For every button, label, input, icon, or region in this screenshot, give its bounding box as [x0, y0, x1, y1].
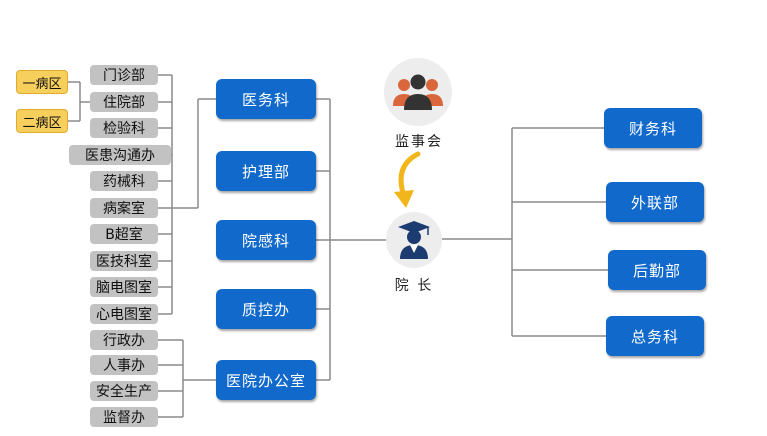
- supervisor-label: 监事会: [395, 134, 443, 150]
- subunit-item[interactable]: 人事办: [90, 355, 158, 375]
- dept-hospital-office[interactable]: 医院办公室: [216, 360, 316, 400]
- dept-nursing[interactable]: 护理部: [216, 151, 316, 191]
- subunit-item[interactable]: 脑电图室: [90, 277, 158, 297]
- curved-arrow-icon: [394, 151, 421, 208]
- subunit-item[interactable]: 行政办: [90, 330, 158, 350]
- dept-general-affairs[interactable]: 总务科: [606, 316, 704, 356]
- subunit-item[interactable]: 病案室: [90, 198, 158, 218]
- subunit-item[interactable]: 住院部: [90, 92, 158, 112]
- group-people-icon: [384, 58, 452, 126]
- subunit-item[interactable]: 药械科: [90, 171, 158, 191]
- subunit-item[interactable]: 医技科室: [90, 251, 158, 271]
- dept-infection-control[interactable]: 院感科: [216, 220, 316, 260]
- ward-item[interactable]: 一病区: [16, 70, 68, 94]
- director-label: 院 长: [394, 278, 434, 294]
- subunit-item[interactable]: 门诊部: [90, 65, 158, 85]
- subunit-item[interactable]: 医患沟通办: [69, 145, 171, 165]
- subunit-item[interactable]: 心电图室: [90, 304, 158, 324]
- ward-item[interactable]: 二病区: [16, 109, 68, 133]
- dept-external-relations[interactable]: 外联部: [606, 182, 704, 222]
- subunit-item[interactable]: B超室: [90, 224, 158, 244]
- subunit-item[interactable]: 检验科: [90, 118, 158, 138]
- dept-medical-affairs[interactable]: 医务科: [216, 79, 316, 119]
- dept-finance[interactable]: 财务科: [604, 108, 702, 148]
- dept-logistics[interactable]: 后勤部: [608, 250, 706, 290]
- dept-quality-control[interactable]: 质控办: [216, 289, 316, 329]
- subunit-item[interactable]: 安全生产: [90, 381, 158, 401]
- graduate-person-icon: [386, 212, 442, 268]
- subunit-item[interactable]: 监督办: [90, 407, 158, 427]
